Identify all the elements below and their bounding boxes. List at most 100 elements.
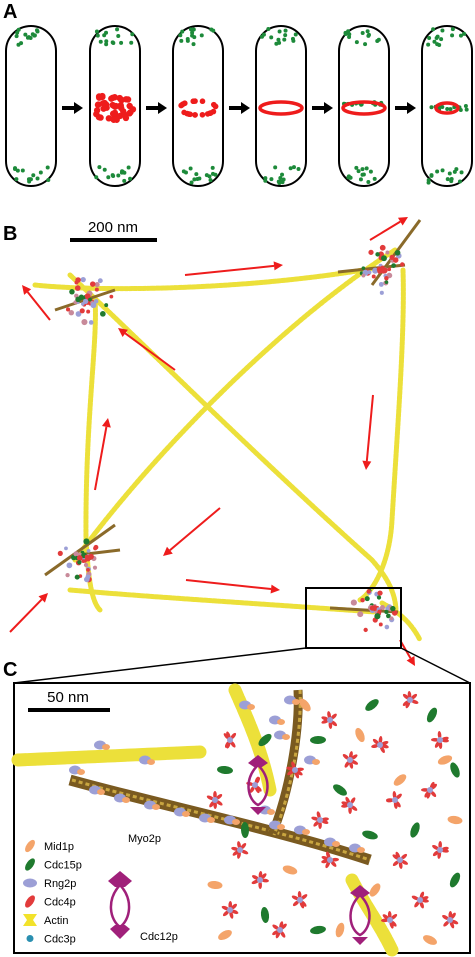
actin-filament — [72, 247, 398, 563]
myo2p-head — [94, 740, 110, 750]
actin-filament — [83, 297, 103, 613]
panel-c-scale-label: 50 nm — [47, 689, 89, 706]
red-arrow — [362, 394, 374, 470]
myo2p-head — [139, 755, 155, 765]
cdc4p-rng2p-complex — [291, 891, 308, 909]
actin-filament — [357, 267, 406, 603]
zoom-line-left — [13, 647, 307, 684]
actin-filament-detail — [345, 873, 399, 957]
legend-swatch — [23, 878, 37, 888]
panel-c-label: C — [3, 659, 17, 681]
legend-formin — [108, 871, 132, 939]
panel-c-frame — [13, 682, 471, 954]
cdc4p-rng2p-complex — [272, 921, 287, 939]
legend-item-rng2p: Rng2p — [23, 878, 76, 890]
mid1p-protein — [218, 929, 232, 941]
cdc4p-rng2p-complex — [386, 791, 402, 809]
cell-3 — [172, 25, 224, 187]
legend-label: Cdc3p — [44, 934, 76, 946]
mid1p-protein — [423, 935, 437, 945]
panel-c-detail: Myo2p — [11, 683, 463, 957]
panel-a-label: A — [3, 1, 17, 23]
legend-item-cdc15p: Cdc15p — [25, 858, 82, 872]
red-arrow — [163, 507, 221, 556]
node-cluster-bottom-left — [57, 538, 99, 583]
cdc4p-rng2p-complex — [411, 891, 429, 909]
legend-label: Cdc15p — [44, 860, 82, 872]
cdc4p-rng2p-complex — [321, 711, 338, 729]
myo2p-head — [324, 837, 340, 847]
myo2p-head — [89, 785, 105, 795]
panel-c-scale-bar: 50 nm — [28, 689, 110, 712]
cell-5 — [338, 25, 390, 187]
zoom-box — [305, 587, 402, 649]
panel-b-scale-bar: 200 nm — [70, 219, 157, 242]
cdc4p-rng2p-complex — [421, 781, 438, 799]
myo2p-head — [269, 715, 285, 725]
mid1p-protein — [447, 815, 463, 825]
cell-1 — [5, 25, 57, 187]
cdc15p-protein — [450, 762, 460, 778]
zoom-line-right — [400, 647, 471, 684]
myo2p-head — [269, 820, 285, 830]
myo2p-head — [284, 695, 300, 705]
myosin-rod — [44, 523, 116, 577]
myo2p-head — [274, 730, 290, 740]
mid1p-protein — [299, 698, 311, 712]
legend-item-cdc4p: Cdc4p — [25, 895, 76, 909]
cdc4p-rng2p-complex — [231, 841, 249, 859]
myo2p-head — [304, 755, 320, 765]
actin-filament — [379, 600, 423, 643]
legend-swatch — [25, 858, 35, 871]
myo2p-head — [239, 700, 255, 710]
protein-scatter — [69, 691, 463, 945]
mid1p-protein — [393, 774, 407, 786]
panel-b-label: B — [3, 223, 17, 245]
cdc4p-rng2p-complex — [431, 731, 449, 749]
cdc15p-protein — [258, 733, 272, 747]
red-arrow — [118, 328, 176, 371]
cdc4p-rng2p-complex — [442, 911, 459, 929]
red-arrow — [184, 261, 283, 276]
myosin-callout: Myo2p — [128, 833, 161, 845]
formin-cdc12p — [247, 755, 269, 815]
cdc4p-rng2p-complex — [286, 761, 304, 779]
cdc15p-protein — [410, 822, 420, 838]
formin-cdc12p — [349, 885, 371, 945]
red-arrow — [94, 418, 111, 491]
node-cluster-top-right — [359, 244, 405, 295]
cell-6 — [421, 25, 473, 187]
cdc4p-rng2p-complex — [246, 776, 262, 794]
legend-swatch — [25, 895, 35, 908]
cdc4p-rng2p-complex — [402, 691, 419, 709]
mid1p-protein — [437, 755, 453, 765]
actin-filament-detail — [11, 745, 207, 767]
red-arrow — [399, 639, 415, 666]
myo2p-head — [294, 825, 310, 835]
node-cluster-bottom-right — [350, 588, 398, 633]
cdc15p-protein — [365, 699, 379, 711]
cdc15p-protein — [362, 830, 378, 840]
panel-a-cells — [5, 25, 473, 187]
cdc15p-protein — [449, 872, 461, 888]
cell-4 — [255, 25, 307, 187]
cdc15p-protein — [310, 735, 326, 745]
actin-network — [32, 219, 423, 643]
red-arrow — [185, 579, 280, 594]
cdc4p-rng2p-complex — [341, 796, 358, 814]
legend-label: Cdc4p — [44, 897, 76, 909]
cdc15p-protein — [426, 707, 438, 723]
myo2p-head — [114, 793, 130, 803]
cdc4p-rng2p-complex — [221, 901, 239, 919]
myosin-rod-bundle — [267, 689, 303, 837]
progression-arrow — [62, 102, 83, 114]
cdc4p-rng2p-complex — [206, 791, 223, 809]
myo2p-head — [349, 843, 365, 853]
panel-b-scale-label: 200 nm — [88, 219, 138, 236]
cdc4p-rng2p-complex — [251, 871, 269, 889]
progression-arrow — [229, 102, 250, 114]
myo2p-head — [199, 813, 215, 823]
legend-item-actin: Actin — [23, 914, 68, 927]
